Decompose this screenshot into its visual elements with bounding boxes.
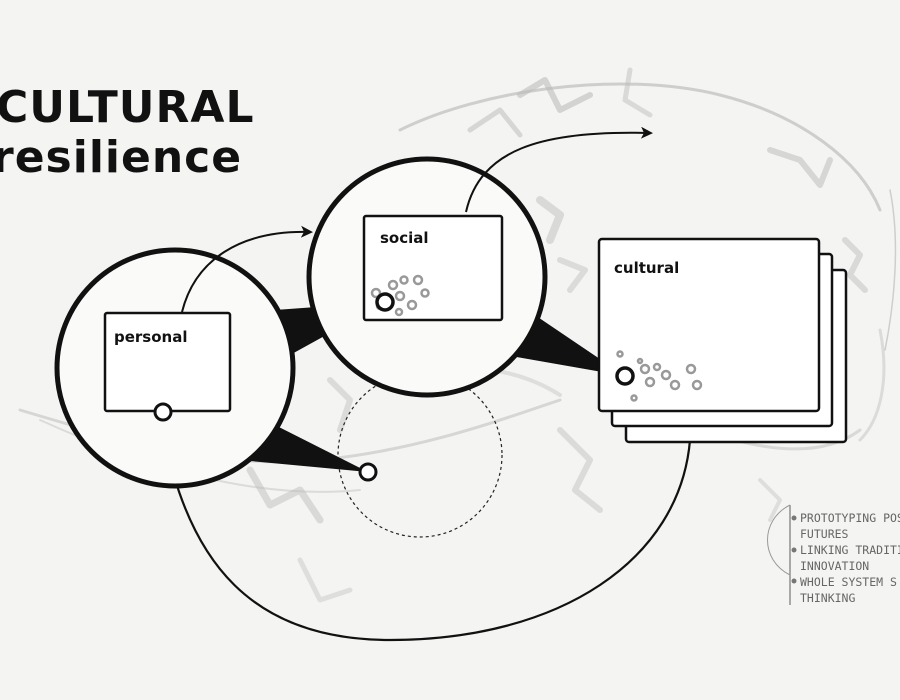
arrow-personal-to-social [181,225,313,313]
note-item: FUTURES [800,527,849,541]
personal-magnifier: personal [54,247,296,489]
personal-label: personal [114,328,187,346]
note-item: THINKING [800,591,855,605]
title-line-1: CULTURAL [0,82,255,133]
social-cluster [370,274,430,317]
social-box [362,214,504,322]
title-line-2: resilience [0,132,242,183]
feedback-loop-arrow [160,437,692,642]
cultural-cluster [616,350,703,402]
page-title: CULTURAL resilience [0,82,255,183]
personal-node [153,402,173,422]
cultural-node [615,366,635,386]
note-item: WHOLE SYSTEM S [800,575,897,589]
arrow-social-outward [465,126,653,213]
social-node [375,292,395,312]
cultural-stack: cultural [597,237,848,444]
note-item: PROTOTYPING POSS [800,511,900,525]
social-magnifier: social [306,156,548,398]
notes-list: PROTOTYPING POSS FUTURES LINKING TRADITI… [767,504,900,605]
personal-expansion-node [358,462,378,482]
cultural-label: cultural [614,259,679,277]
note-item: LINKING TRADITI [800,543,900,557]
note-item: INNOVATION [800,559,869,573]
social-label: social [380,229,429,247]
